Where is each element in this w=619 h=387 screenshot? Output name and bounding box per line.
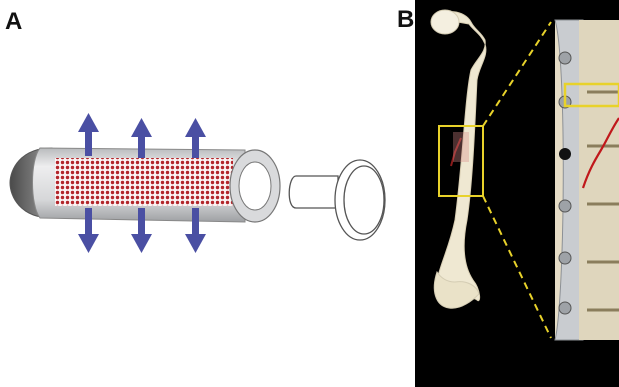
tube-lumen	[239, 162, 271, 210]
scaffold-diagram	[0, 0, 400, 387]
cell-grid	[55, 158, 233, 206]
panel-label-b: B	[397, 8, 414, 32]
bone-plate-screw-icon	[555, 20, 619, 340]
plunger-cap-icon	[289, 160, 385, 240]
bone-implant-illustration	[415, 0, 619, 387]
